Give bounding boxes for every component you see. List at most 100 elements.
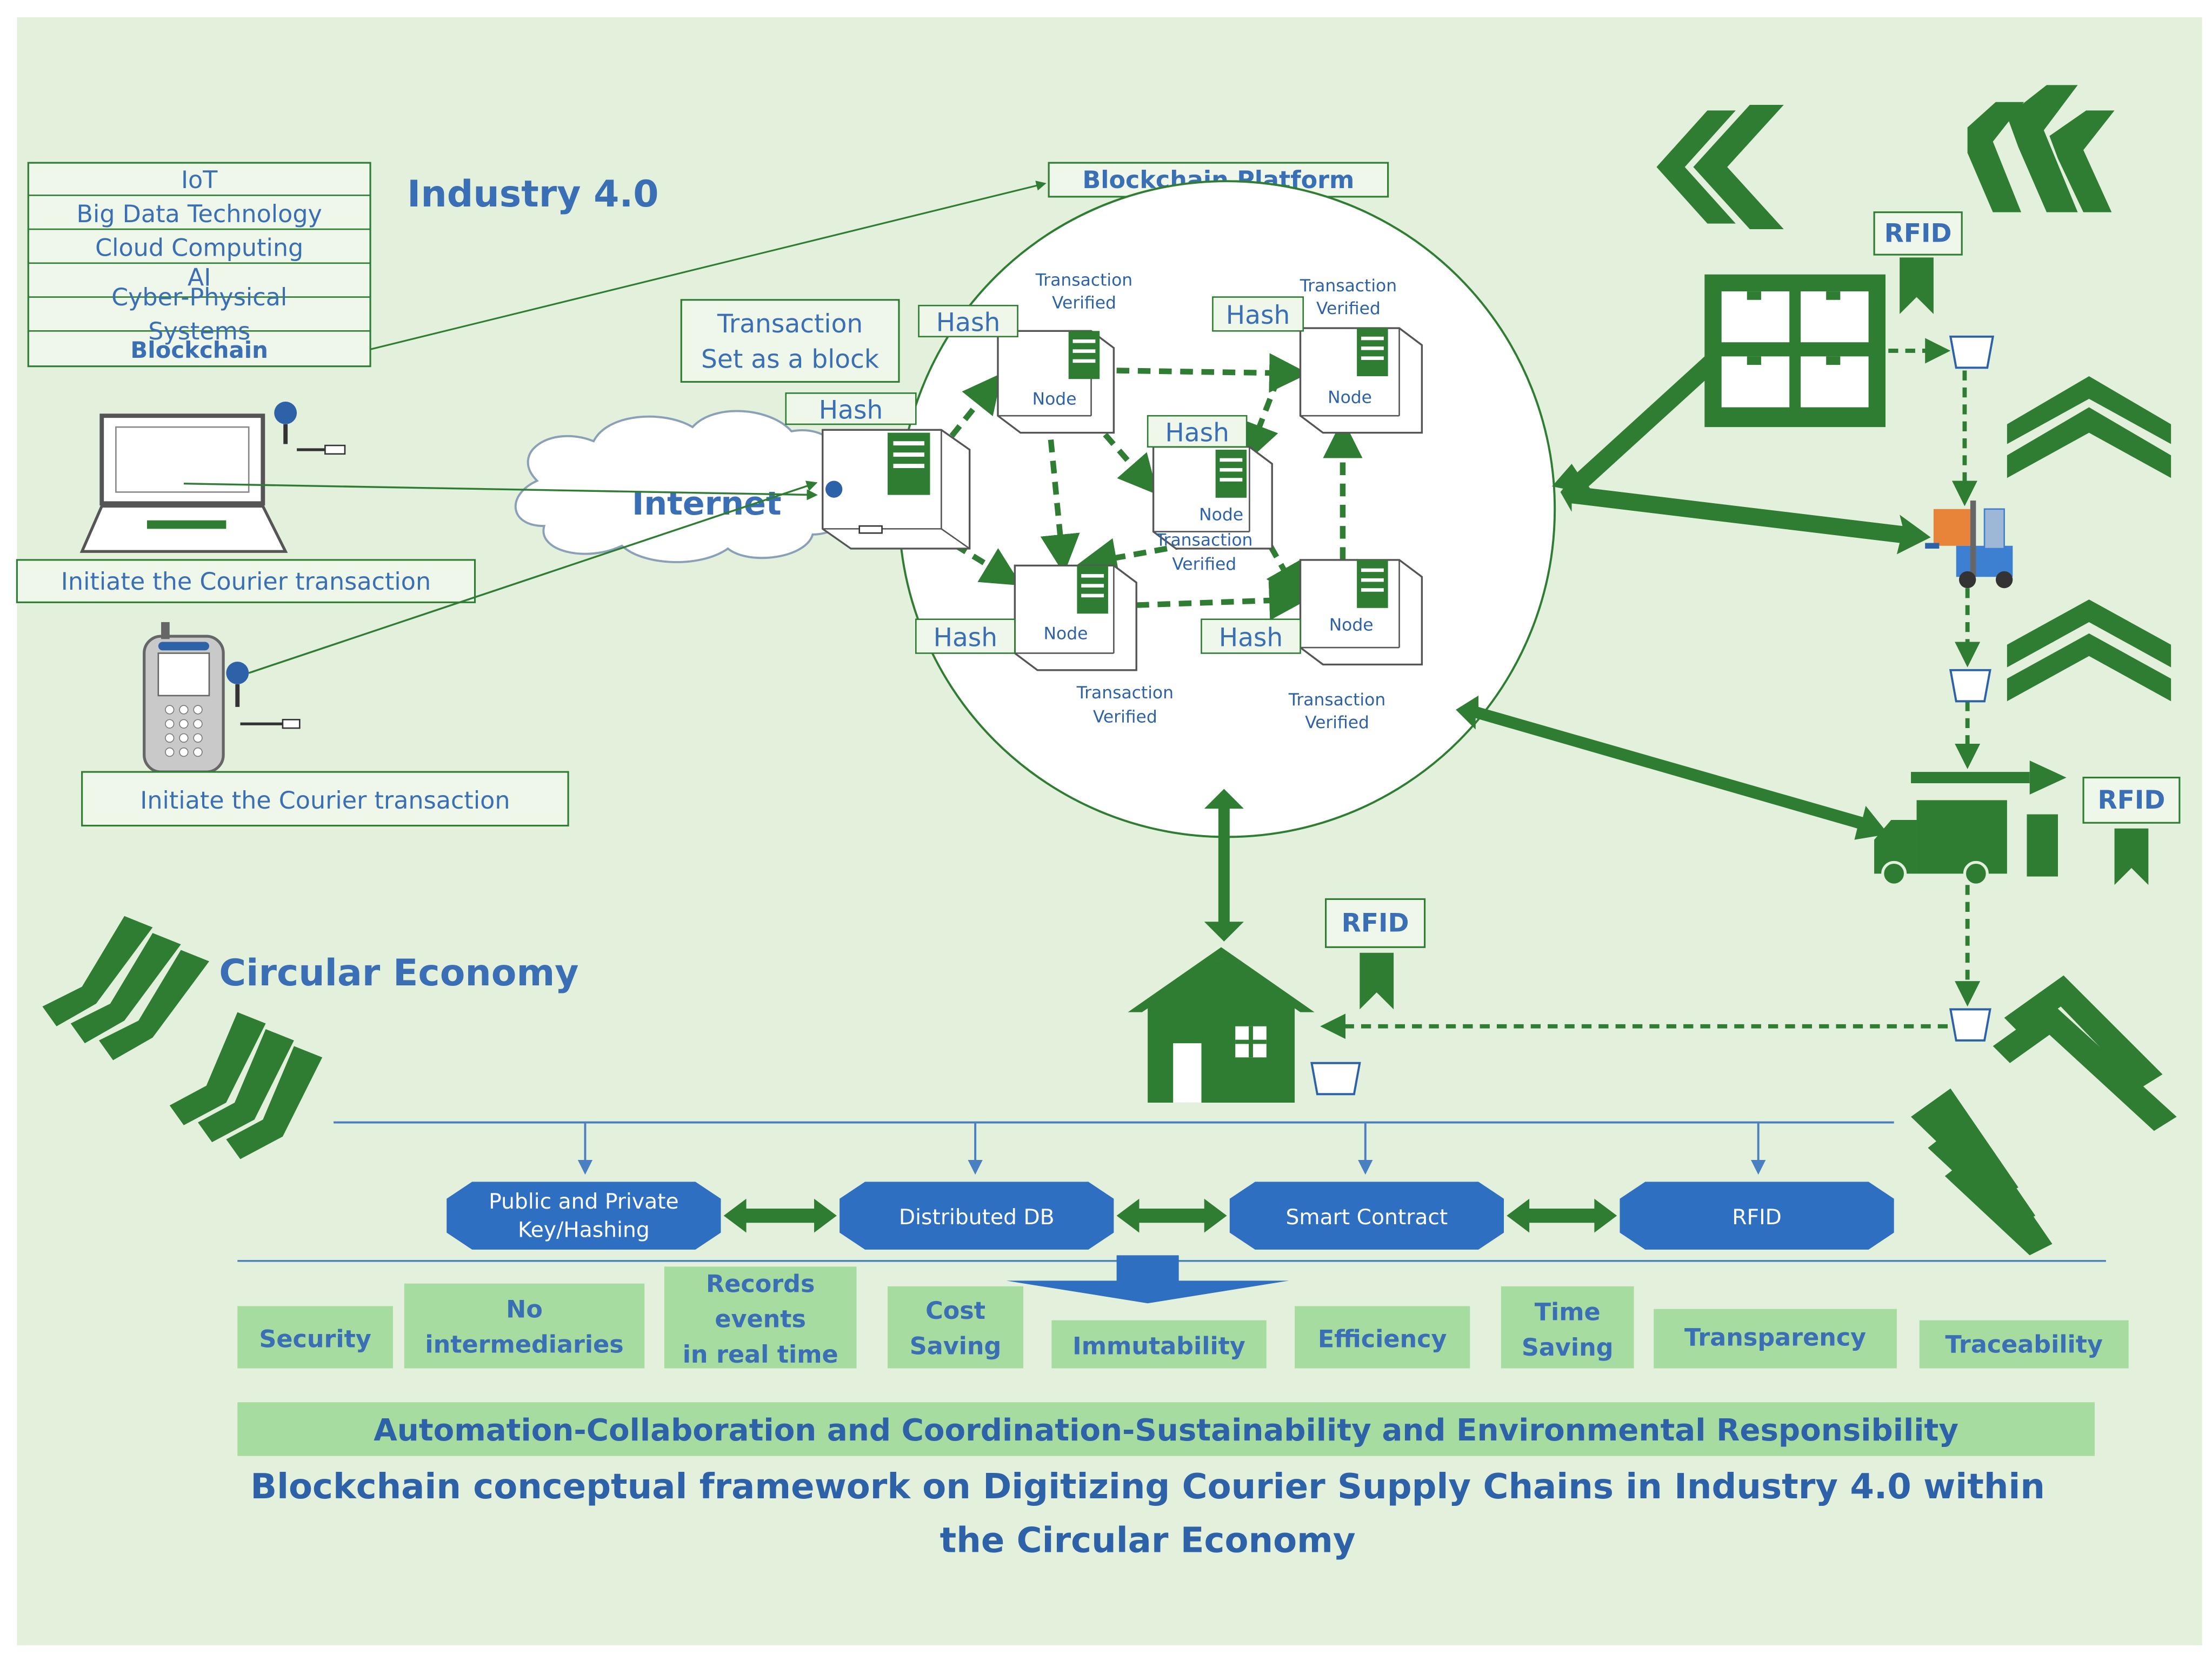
tech-item-cloud: Cloud Computing bbox=[95, 235, 303, 262]
server-icon bbox=[1014, 564, 1137, 671]
node-label: Node bbox=[1329, 616, 1374, 635]
benefit-line: Efficiency bbox=[1318, 1325, 1447, 1353]
benefit-no-intermediaries: No intermediaries bbox=[425, 1296, 623, 1358]
benefit-line: intermediaries bbox=[425, 1331, 623, 1359]
banner-box bbox=[237, 1402, 2095, 1456]
hash-label: Hash bbox=[1226, 301, 1290, 330]
benefit-line: Immutability bbox=[1072, 1332, 1245, 1360]
tech-item-blockchain: Blockchain bbox=[130, 337, 268, 363]
tech-key-hashing-line: Public and Private bbox=[489, 1190, 679, 1214]
tech-octagons bbox=[447, 1182, 1894, 1250]
node-label: Node bbox=[1032, 389, 1077, 409]
rfid-label: RFID bbox=[1884, 219, 1952, 249]
node-label: Node bbox=[1328, 388, 1372, 408]
verified-line1: Transaction bbox=[1035, 271, 1132, 290]
supply-chain-arrows bbox=[1204, 356, 1931, 942]
benefit-line: in real time bbox=[683, 1341, 838, 1369]
package-icon bbox=[1310, 335, 1995, 1096]
initiate-laptop-box bbox=[16, 559, 476, 603]
tech-distributed-db: Distributed DB bbox=[899, 1205, 1055, 1230]
forklift-icon bbox=[1925, 501, 2013, 589]
supply-path bbox=[1320, 338, 1981, 1039]
node-label: Node bbox=[1199, 505, 1243, 525]
banner-text: Automation-Collaboration and Coordinatio… bbox=[374, 1413, 1958, 1448]
tech-smart-contract: Smart Contract bbox=[1286, 1205, 1448, 1230]
laptop-connector bbox=[183, 483, 818, 501]
diagram-title-line1: Blockchain conceptual framework on Digit… bbox=[250, 1467, 2045, 1507]
tech-item-cps-line: Systems bbox=[148, 318, 250, 345]
server-icon bbox=[1152, 446, 1273, 550]
verified-line2: Verified bbox=[1316, 299, 1381, 318]
verified-line1: Transaction bbox=[1155, 531, 1252, 550]
rfid-tag-icon bbox=[1325, 898, 1426, 1010]
verified-line1: Transaction bbox=[1288, 690, 1385, 710]
benefit-traceability: Traceability bbox=[1945, 1331, 2103, 1359]
verified-line2: Verified bbox=[1093, 708, 1157, 727]
rfid-label: RFID bbox=[2097, 785, 2165, 815]
down-arrow-icon bbox=[1006, 1255, 1289, 1304]
tech-bus-arrows bbox=[577, 1122, 1766, 1175]
benefit-line: Saving bbox=[910, 1332, 1002, 1360]
rfid-label: RFID bbox=[1342, 909, 1409, 938]
platform-connector bbox=[370, 181, 1047, 350]
tech-item-cps-line: Cyber-Physical bbox=[111, 284, 287, 311]
benefit-transparency: Transparency bbox=[1684, 1324, 1866, 1352]
benefit-real-time: Records events in real time bbox=[683, 1270, 838, 1369]
benefit-line: Cost bbox=[925, 1297, 985, 1325]
hash-tags bbox=[785, 296, 1304, 654]
key-icon bbox=[274, 402, 346, 455]
tech-rfid: RFID bbox=[1732, 1205, 1782, 1230]
tech-item-iot: IoT bbox=[181, 166, 218, 194]
benefit-immutability: Immutability bbox=[1072, 1332, 1245, 1360]
warehouse-icon bbox=[1704, 274, 1886, 428]
server-icon bbox=[1299, 327, 1423, 434]
rfid-tag-icon bbox=[1873, 211, 1963, 314]
hash-label: Hash bbox=[934, 623, 998, 652]
benefit-line: Traceability bbox=[1945, 1331, 2103, 1359]
initiate-laptop-label: Initiate the Courier transaction bbox=[61, 568, 431, 596]
benefit-line: events bbox=[715, 1306, 806, 1333]
hash-label: Hash bbox=[1219, 623, 1283, 652]
server-icon bbox=[822, 429, 971, 550]
initiate-phone-box bbox=[81, 771, 569, 827]
benefit-line: Saving bbox=[1522, 1334, 1614, 1362]
key-icon bbox=[226, 662, 301, 729]
tech-link-arrows bbox=[723, 1198, 1617, 1233]
verified-line1: Transaction bbox=[1300, 276, 1397, 296]
tech-key-hashing-line: Key/Hashing bbox=[518, 1218, 650, 1242]
benefit-line: No bbox=[506, 1296, 543, 1323]
benefit-line: Transparency bbox=[1684, 1324, 1866, 1352]
hash-label: Hash bbox=[819, 395, 883, 425]
transaction-block-line2: Set as a block bbox=[701, 344, 880, 374]
internet-label: Internet bbox=[632, 485, 782, 523]
laptop-icon bbox=[79, 413, 288, 553]
tech-list: IoT Big Data Technology Cloud Computing … bbox=[27, 162, 371, 368]
initiate-phone-label: Initiate the Courier transaction bbox=[140, 787, 510, 815]
phone-connector bbox=[248, 481, 818, 674]
tech-item-big-data: Big Data Technology bbox=[77, 201, 322, 228]
mobile-phone-icon bbox=[143, 622, 225, 773]
verified-line2: Verified bbox=[1172, 555, 1236, 574]
hash-label: Hash bbox=[1165, 418, 1229, 448]
node-label: Node bbox=[1044, 624, 1088, 643]
diagram-title-line2: the Circular Economy bbox=[940, 1520, 1356, 1560]
transaction-block-box bbox=[680, 299, 900, 383]
verified-line2: Verified bbox=[1305, 713, 1369, 732]
verified-line1: Transaction bbox=[1076, 683, 1174, 703]
benefit-line: Time bbox=[1535, 1299, 1601, 1326]
house-icon bbox=[1128, 947, 1315, 1103]
rfid-tag-icon bbox=[2082, 776, 2181, 885]
server-icon bbox=[1299, 559, 1423, 666]
truck-icon bbox=[1874, 761, 2067, 886]
benefit-line: Security bbox=[259, 1325, 371, 1353]
benefit-line: Records bbox=[706, 1270, 815, 1298]
chevron-icon bbox=[42, 85, 2177, 1256]
hash-label: Hash bbox=[936, 308, 1001, 337]
benefit-security: Security bbox=[259, 1325, 371, 1353]
